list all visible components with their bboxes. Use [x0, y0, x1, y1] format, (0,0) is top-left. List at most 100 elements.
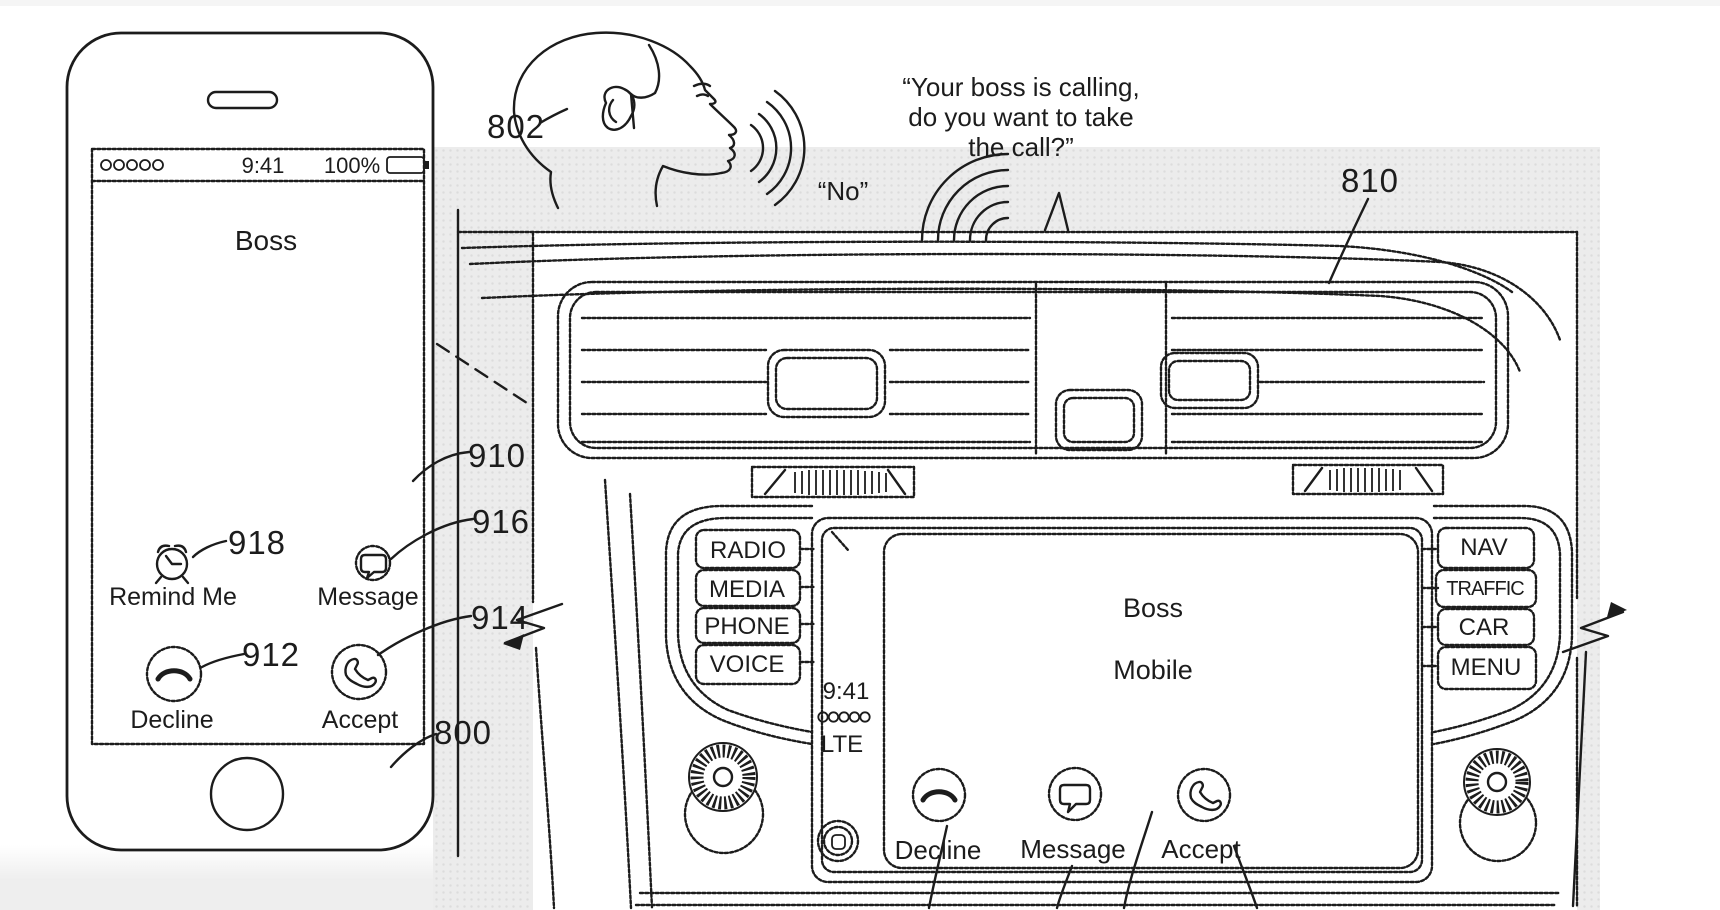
vent-center-column — [1034, 282, 1168, 457]
accept-handset-icon — [1189, 780, 1222, 812]
ref-label-910: 910 — [467, 437, 527, 474]
car-button-voice: VOICE — [709, 651, 785, 678]
car-right-button-panel — [1420, 504, 1574, 746]
bottom-band — [0, 845, 433, 910]
leader-accept-bottom-right — [1232, 844, 1259, 910]
user-response-text: “No” — [817, 176, 869, 206]
ref-label-810: 810 — [1340, 162, 1400, 199]
leader-912 — [200, 652, 246, 669]
phone-body — [65, 31, 435, 852]
person-head-figure — [512, 31, 806, 210]
car-caller-name: Boss — [1122, 593, 1184, 623]
leader-800 — [389, 732, 438, 769]
signal-dots-icon — [817, 711, 871, 723]
phone-message-label: Message — [317, 583, 419, 611]
home-button — [209, 756, 285, 832]
eye — [695, 93, 710, 98]
dash-brow-line-2 — [468, 252, 1562, 342]
console-left-curve-2 — [628, 492, 654, 910]
console-left-curve-1 — [603, 478, 633, 910]
car-button-radio: RADIO — [709, 537, 787, 564]
dashboard-left-edge — [531, 230, 556, 910]
car-decline-button-icon — [911, 767, 967, 823]
vent-handle-right — [1159, 351, 1260, 410]
rotary-knob-right — [1458, 748, 1538, 863]
vent-inner-frame — [568, 290, 1498, 450]
ref-label-916: 916 — [471, 503, 531, 540]
console-right-curve — [1571, 650, 1588, 908]
left-panel-outer — [664, 504, 814, 746]
left-break-arrow — [503, 602, 564, 650]
leader-910 — [411, 450, 471, 483]
phone-decline-label: Decline — [130, 706, 214, 734]
remind-me-icon — [154, 544, 190, 585]
car-status-time: 9:41 — [822, 678, 870, 705]
console-bottom-trim — [634, 891, 1562, 907]
leader-accept-bottom-left — [1122, 810, 1154, 910]
car-display-screen — [810, 516, 1434, 884]
phone-device — [65, 31, 435, 852]
speech-waves-icon — [749, 89, 806, 207]
battery-icon — [386, 156, 429, 174]
phone-status-time: 9:41 — [241, 153, 285, 178]
vent-slats — [580, 316, 1486, 444]
phone-speaker-icon — [206, 90, 279, 110]
hazard-button — [1054, 388, 1144, 452]
car-button-nav: NAV — [1460, 534, 1508, 561]
car-left-button-panel — [664, 504, 816, 746]
right-panel-outer — [1432, 504, 1574, 746]
ear — [601, 85, 636, 131]
alarm-clock-icon — [154, 544, 190, 585]
phone-screen-border — [90, 147, 426, 746]
message-bubble-icon — [359, 553, 388, 580]
leader-810 — [1327, 197, 1370, 285]
car-dashboard — [456, 208, 1588, 910]
home-button — [816, 819, 860, 863]
car-button-menu: MENU — [1450, 654, 1522, 681]
accept-handset-icon — [344, 657, 377, 689]
message-bubble-icon — [1058, 783, 1092, 814]
decline-handset-icon — [155, 668, 193, 682]
leader-decline-bottom — [927, 824, 949, 910]
screen-main-area — [882, 532, 1420, 870]
eyebrow — [692, 82, 712, 88]
speech-pointer-notch — [1043, 191, 1070, 232]
screen-bezel-outer — [810, 516, 1434, 884]
right-panel-inner — [1432, 516, 1562, 734]
phone-message-button-icon — [354, 544, 392, 582]
vent-handle-left-inner — [774, 356, 879, 411]
phone-remind-label: Remind Me — [109, 583, 237, 611]
assistant-speech-line1: “Your boss is calling, — [902, 72, 1140, 102]
leader-916 — [389, 517, 475, 561]
decline-handset-icon — [920, 789, 958, 803]
dashboard-body-fill — [533, 230, 1577, 910]
car-accept-button-icon — [1176, 767, 1232, 823]
ref-label-802: 802 — [486, 108, 546, 145]
car-message-label: Message — [1020, 834, 1126, 864]
leader-910-dashed — [435, 342, 535, 409]
phone-accept-button-icon — [330, 643, 388, 701]
leader-918 — [191, 539, 228, 559]
car-button-traffic: TRAFFIC — [1446, 578, 1524, 600]
screen-bezel-inner — [820, 526, 1424, 874]
leader-lines — [191, 107, 1370, 910]
vent-handle-right-inner — [1167, 359, 1252, 402]
phone-status-battery: 100% — [323, 153, 381, 178]
assistant-speech-text: “Your boss is calling, do you want to ta… — [902, 72, 1140, 162]
air-vent — [556, 280, 1510, 499]
car-caller-type: Mobile — [1113, 655, 1193, 685]
assistant-speech-line2: do you want to take — [908, 102, 1134, 132]
rotary-knob-left — [683, 742, 765, 855]
hazard-button-inner — [1062, 396, 1136, 444]
speech-waves-icon — [920, 152, 1010, 242]
signal-dots-icon — [100, 159, 164, 171]
vent-outer-frame — [556, 280, 1510, 460]
top-strip — [0, 0, 1720, 6]
thumbwheel-left — [750, 465, 916, 499]
car-accept-label: Accept — [1161, 834, 1241, 864]
car-button-phone: PHONE — [704, 613, 790, 640]
assistant-speech-line3: the call?” — [968, 132, 1074, 162]
ref-label-912: 912 — [241, 636, 301, 673]
car-button-phone-outline — [694, 606, 802, 645]
